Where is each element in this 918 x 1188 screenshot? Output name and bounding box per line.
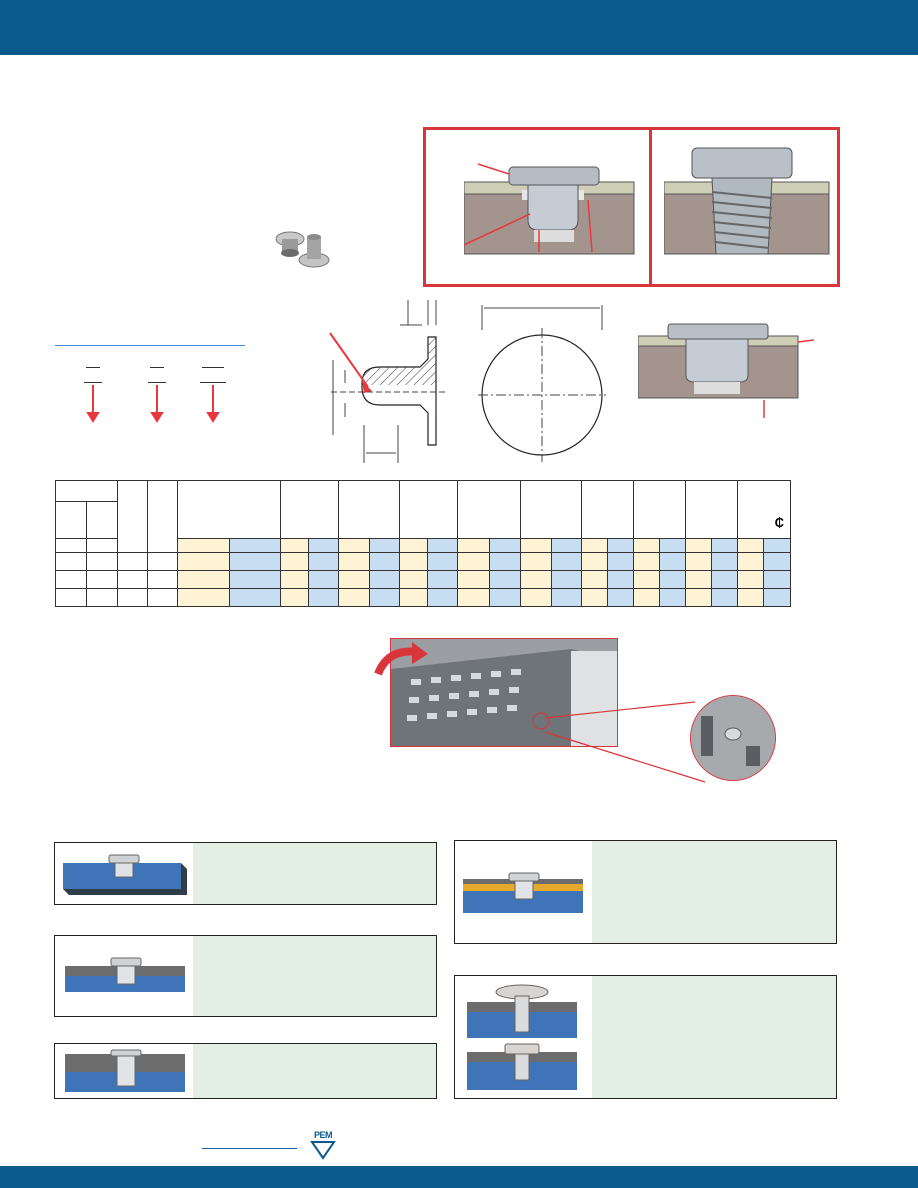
step-box-5 (454, 975, 837, 1099)
footer-link-rule (202, 1148, 297, 1149)
dash-4 (84, 382, 102, 383)
pem-logo: PEM (308, 1130, 338, 1160)
dash-2 (150, 367, 164, 368)
dash-5 (148, 382, 166, 383)
dash-3 (202, 367, 224, 368)
table-row (55, 569, 839, 589)
step-box-1 (54, 842, 437, 905)
application-photo (390, 638, 618, 747)
zoom-detail-photo (690, 695, 776, 781)
step-box-4 (454, 840, 837, 944)
product-photo (275, 231, 330, 268)
dash-6 (200, 382, 226, 383)
dimension-drawing-top (478, 305, 606, 462)
table-symbol: ₵ (774, 515, 785, 531)
callout-rule (55, 345, 245, 346)
header-bar (0, 0, 918, 55)
screw-installed-section (664, 147, 830, 255)
dimension-drawing-side (329, 300, 445, 463)
table-row (55, 551, 839, 571)
installed-pin-section (638, 323, 815, 418)
zoom-leader-lines (544, 701, 706, 783)
spec-table: ₵ (55, 479, 839, 608)
step-box-3 (54, 1043, 437, 1099)
rotate-arrow-icon (374, 642, 428, 676)
dash-1 (86, 367, 100, 368)
step-box-2 (54, 935, 437, 1017)
pin-installed-section (464, 163, 635, 255)
footer-bar (0, 1166, 918, 1188)
pem-logo-text: PEM (313, 1130, 333, 1140)
down-arrows (86, 385, 220, 423)
table-row (55, 587, 839, 608)
illustration-frame (423, 127, 840, 287)
